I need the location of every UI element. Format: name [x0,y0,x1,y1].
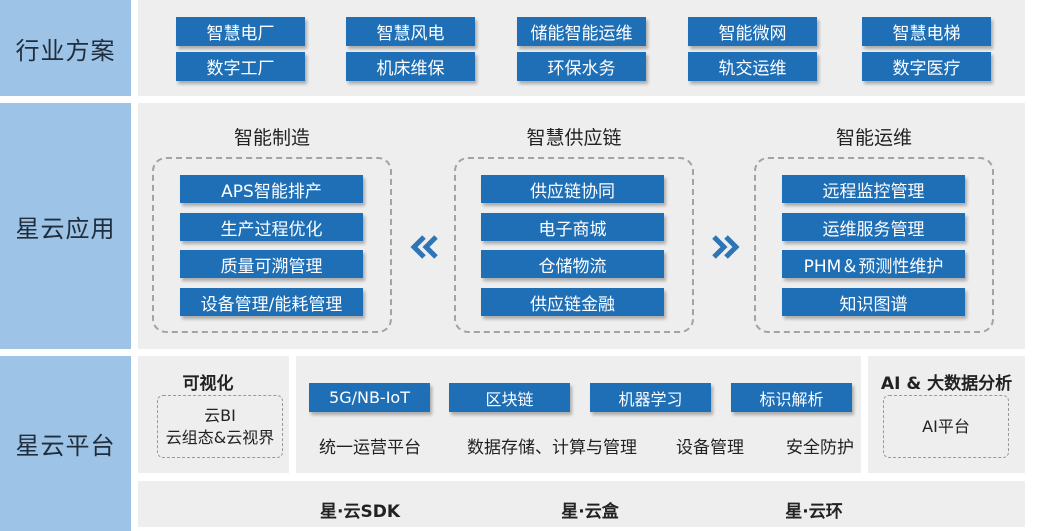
industry-btn[interactable]: 轨交运维 [688,52,817,81]
manufacturing-title: 智能制造 [233,127,310,149]
manufacturing-item[interactable]: 质量可溯管理 [180,250,363,278]
industry-btn[interactable]: 储能智能运维 [517,17,646,46]
row-label-industry-text: 行业方案 [15,36,116,65]
om-item[interactable]: 远程监控管理 [782,175,965,203]
tech-chip[interactable]: 机器学习 [590,383,711,412]
ai-platform-label: AI平台 [922,416,970,436]
manufacturing-item[interactable]: 设备管理/能耗管理 [180,288,363,316]
om-group [754,157,994,333]
supply-chain-item[interactable]: 仓储物流 [481,250,664,278]
industry-btn[interactable]: 环保水务 [517,52,646,81]
supply-chain-group [454,157,694,333]
platform-service: 统一运营平台 [319,438,421,458]
double-chevron-right-icon [712,235,740,259]
visual-line: 云组态&云视界 [165,427,275,447]
tech-chip[interactable]: 区块链 [449,383,570,412]
manufacturing-item[interactable]: 生产过程优化 [180,213,363,241]
om-title: 智能运维 [835,127,912,149]
manufacturing-group [152,157,392,333]
visual-panel [138,356,289,473]
bottom-item: 星·云盒 [561,502,619,522]
bottom-item: 星·云SDK [320,502,400,522]
industry-panel [138,0,1025,96]
platform-service: 安全防护 [786,438,854,458]
om-item[interactable]: 知识图谱 [782,288,965,316]
om-item[interactable]: 运维服务管理 [782,213,965,241]
manufacturing-item[interactable]: APS智能排产 [180,175,363,203]
bottom-panel [138,481,1025,527]
supply-chain-item[interactable]: 电子商城 [481,213,664,241]
row-label-apps-text: 星云应用 [15,214,116,243]
row-label-industry: 行业方案 [0,0,131,96]
industry-btn[interactable]: 数字医疗 [862,52,991,81]
platform-service: 数据存储、计算与管理 [467,438,637,458]
bottom-item: 星·云环 [785,502,843,522]
supply-chain-item[interactable]: 供应链协同 [481,175,664,203]
visual-line: 云BI [204,405,236,425]
industry-btn[interactable]: 智慧电梯 [862,17,991,46]
double-chevron-left-icon [410,235,438,259]
ai-platform-box: AI平台 [883,395,1009,458]
visual-title: 可视化 [182,374,234,394]
supply-chain-item[interactable]: 供应链金融 [481,288,664,316]
industry-btn[interactable]: 智能微网 [688,17,817,46]
supply-chain-title: 智慧供应链 [526,127,622,149]
industry-btn[interactable]: 数字工厂 [176,52,305,81]
tech-panel [296,356,861,473]
platform-service: 设备管理 [676,438,744,458]
tech-chip[interactable]: 标识解析 [731,383,852,412]
industry-btn[interactable]: 智慧电厂 [176,17,305,46]
tech-chip[interactable]: 5G/NB-IoT [309,383,430,412]
ai-panel [868,356,1025,473]
row-label-apps: 星云应用 [0,103,131,349]
industry-btn[interactable]: 机床维保 [346,52,475,81]
visual-box: 云BI 云组态&云视界 [157,395,283,458]
row-label-platform-text: 星云平台 [15,432,116,460]
ai-title: AI & 大数据分析 [880,374,1013,394]
industry-btn[interactable]: 智慧风电 [346,17,475,46]
om-item[interactable]: PHM＆预测性维护 [782,250,965,278]
row-label-platform: 星云平台 [0,356,131,531]
